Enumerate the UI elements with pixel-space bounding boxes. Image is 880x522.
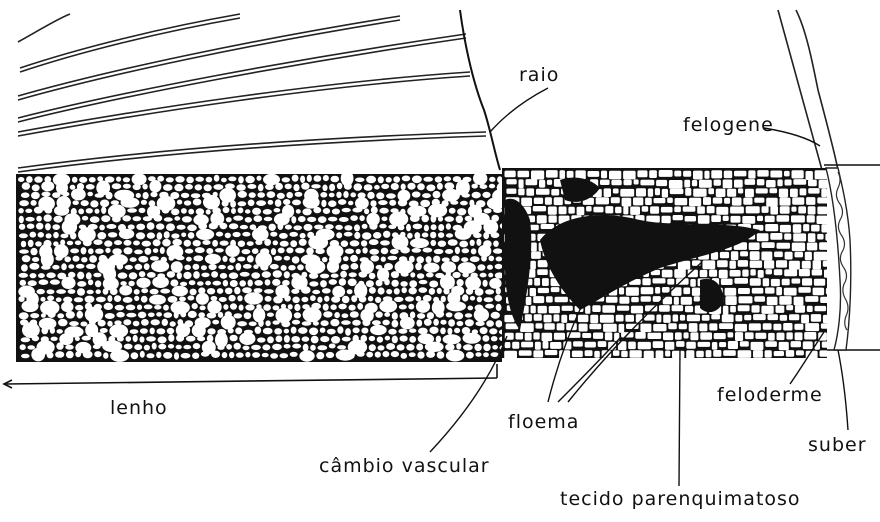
suber-edge (826, 168, 851, 350)
wood-grain-lines (18, 14, 486, 172)
label-cambio-vascular: câmbio vascular (319, 457, 490, 476)
label-feloderme: feloderme (717, 386, 823, 405)
label-lenho: lenho (110, 399, 168, 418)
label-floema: floema (508, 413, 579, 432)
label-felogene: felogene (683, 116, 774, 135)
raio-leader (490, 88, 548, 132)
label-raio: raio (519, 66, 559, 85)
tecido-leader (679, 348, 680, 486)
label-tecido-parenquimatoso: tecido parenquimatoso (560, 490, 801, 509)
bark-outline (778, 10, 838, 170)
label-suber: suber (808, 436, 867, 455)
suber-leader (838, 350, 848, 430)
lenho-bracket (4, 364, 497, 388)
